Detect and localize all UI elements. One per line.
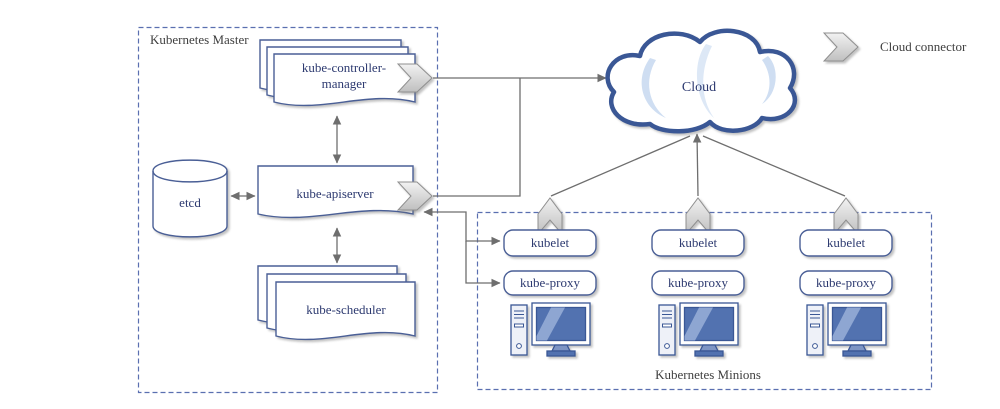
computer-workstation-icon-3 (806, 302, 887, 357)
node-label-kube-proxy-2: kube-proxy (668, 275, 728, 290)
node-label-kubelet-3: kubelet (826, 235, 866, 250)
cloud-label: Cloud (681, 80, 717, 95)
computer-workstation-icon-1 (510, 302, 591, 357)
node-kube-apiserver (257, 165, 414, 219)
node-label-kubelet-1: kubelet (530, 235, 570, 250)
node-label-kube-apiserver: kube-apiserver (296, 186, 374, 201)
kubelet-connector-icon-3 (833, 197, 859, 235)
node-label-kubelet-2: kubelet (678, 235, 718, 250)
kube-proxy-box-3 (799, 270, 893, 296)
kube-proxy-box-2 (651, 270, 745, 296)
node-label-kube-controller-manager: kube-controller-manager (301, 59, 387, 91)
node-label-kube-scheduler: kube-scheduler (306, 302, 386, 317)
arrow-apiserver-kubelet (423, 207, 501, 246)
arrow-apiserver-kubeproxy (465, 241, 501, 288)
kube-proxy-box-1 (503, 270, 597, 296)
connector-arrows (230, 73, 846, 288)
label-kubernetes-minions: Kubernetes Minions (655, 367, 761, 382)
arrow-kubelet1-cloud (550, 135, 691, 197)
kubelet-connector-icon-2 (685, 197, 711, 235)
node-kube-scheduler (257, 265, 416, 341)
node-kube-controller-manager (259, 39, 416, 107)
cloud-icon (605, 28, 798, 134)
node-label-etcd: etcd (179, 195, 201, 210)
node-label-kube-proxy-3: kube-proxy (816, 275, 876, 290)
node-etcd (152, 159, 228, 238)
computer-workstation-icon-2 (658, 302, 739, 357)
arrow-kubelet3-cloud (702, 135, 846, 197)
arrow-apiserver-cloud (433, 78, 521, 197)
cloud-connector-legend-icon (823, 32, 859, 62)
kubelet-connector-icon-1 (537, 197, 563, 235)
node-label-kube-proxy-1: kube-proxy (520, 275, 580, 290)
arrow-kubelet2-cloud (692, 133, 702, 197)
kubelet-box-1 (503, 229, 597, 257)
kubelet-box-3 (799, 229, 893, 257)
label-kubernetes-master: Kubernetes Master (150, 32, 249, 47)
kubelet-box-2 (651, 229, 745, 257)
legend-label-cloud-connector: Cloud connector (880, 39, 967, 54)
